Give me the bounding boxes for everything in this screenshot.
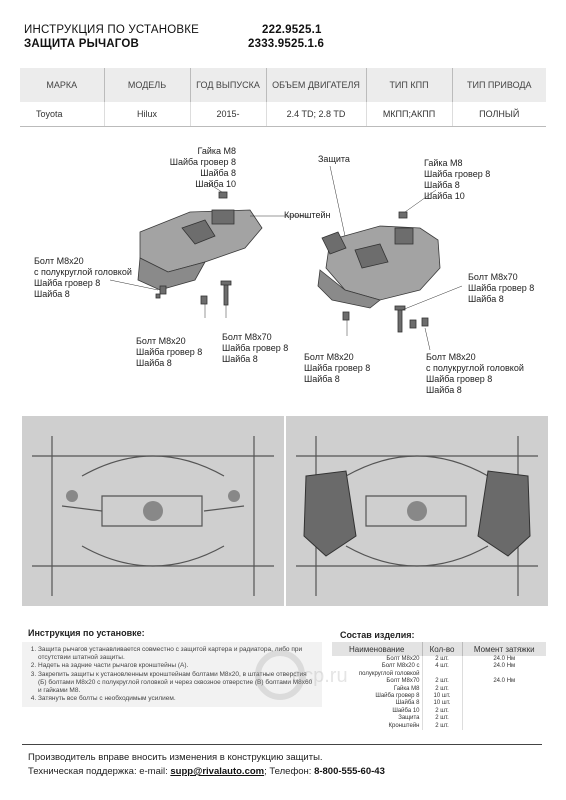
- instruction-step: Надеть на задние части рычагов кронштейн…: [38, 662, 316, 670]
- support-phone: 8-800-555-60-43: [314, 766, 385, 777]
- product-code-1: 222.9525.1: [262, 24, 322, 36]
- leader-lines: [109, 165, 463, 351]
- photo-before-install: [22, 416, 284, 606]
- label-protection: Защита: [318, 154, 350, 164]
- spec-header-drive: ТИП ПРИВОДА: [451, 68, 546, 102]
- product-code-2: 2333.9525.1.6: [248, 38, 325, 50]
- nut-right-icon: [398, 211, 408, 219]
- instruction-step: Защита рычагов устанавливается совместно…: [38, 646, 316, 662]
- spec-header-gearbox: ТИП КПП: [365, 68, 452, 102]
- spec-header-make: МАРКА: [20, 68, 104, 102]
- spec-header-engine: ОБЪЕМ ДВИГАТЕЛЯ: [265, 68, 366, 102]
- instruction-step: Затянуть все болты с необходимым усилием…: [38, 695, 316, 703]
- bracket-part: [321, 231, 347, 255]
- spec-value-gearbox: МКПП;АКПП: [365, 102, 452, 127]
- watermark-logo: ecp.ru: [255, 650, 348, 700]
- footer-disclaimer: Производитель вправе вносить изменения в…: [28, 752, 323, 763]
- comp-header-torque: Момент затяжки: [461, 642, 546, 656]
- label-nut-left: Гайка М8 Шайба гровер 8 Шайба 8 Шайба 10: [169, 146, 236, 189]
- doc-title-line1: ИНСТРУКЦИЯ ПО УСТАНОВКЕ: [24, 24, 200, 36]
- instruction-step: Закрепить защиты к установленным кронште…: [38, 671, 316, 696]
- label-bolt-m8x20-b: Болт М8х20 Шайба гровер 8 Шайба 8: [304, 352, 371, 384]
- spec-value-year: 2015-: [189, 102, 266, 127]
- label-nut-right: Гайка М8 Шайба гровер 8 Шайба 8 Шайба 10: [424, 158, 491, 201]
- instructions-box: Защита рычагов устанавливается совместно…: [22, 642, 322, 708]
- label-bracket: Кронштейн: [284, 210, 331, 220]
- label-bolt-right: Болт М8х20 с полукруглой головкой Шайба …: [426, 352, 524, 395]
- label-bolt-m8x70-a: Болт М8х70 Шайба гровер 8 Шайба 8: [222, 332, 289, 364]
- spec-value-drive: ПОЛНЫЙ: [451, 102, 546, 127]
- label-bolt-m8x70-b: Болт М8х70 Шайба гровер 8 Шайба 8: [468, 272, 535, 304]
- photo-after-install: [286, 416, 548, 606]
- nut-left-icon: [218, 191, 228, 199]
- vehicle-spec-table: МАРКА МОДЕЛЬ ГОД ВЫПУСКА ОБЪЕМ ДВИГАТЕЛЯ…: [20, 68, 546, 127]
- composition-title: Состав изделия:: [340, 630, 415, 640]
- support-email-link[interactable]: supp@rivalauto.com: [170, 766, 265, 777]
- table-row: полукруглой головкой: [332, 670, 546, 679]
- svg-text:ecp.ru: ecp.ru: [292, 665, 348, 687]
- assembly-diagram: [109, 165, 463, 351]
- spec-value-engine: 2.4 TD; 2.8 TD: [265, 102, 366, 127]
- label-bolt-m8x20-a: Болт М8х20 Шайба гровер 8 Шайба 8: [136, 336, 203, 368]
- right-guard-part: [317, 225, 441, 309]
- comp-header-qty: Кол-во: [421, 642, 462, 656]
- spec-header-year: ГОД ВЫПУСКА: [189, 68, 266, 102]
- doc-title-line2: ЗАЩИТА РЫЧАГОВ: [24, 38, 140, 50]
- bolt-icons: [155, 280, 429, 333]
- left-guard-part: [137, 209, 263, 291]
- composition-table: Наименование Кол-во Момент затяжки Болт …: [332, 642, 546, 731]
- instructions-title: Инструкция по установке:: [28, 628, 145, 638]
- spec-value-make: Toyota: [20, 102, 104, 127]
- comp-header-name: Наименование: [332, 642, 422, 656]
- footer-support: Техническая поддержка: e-mail: supp@riva…: [28, 766, 385, 777]
- spec-header-model: МОДЕЛЬ: [103, 68, 190, 102]
- label-bolt-left: Болт М8х20 с полукруглой головкой Шайба …: [34, 256, 132, 299]
- footer-divider: [22, 744, 542, 745]
- spec-value-model: Hilux: [103, 102, 190, 127]
